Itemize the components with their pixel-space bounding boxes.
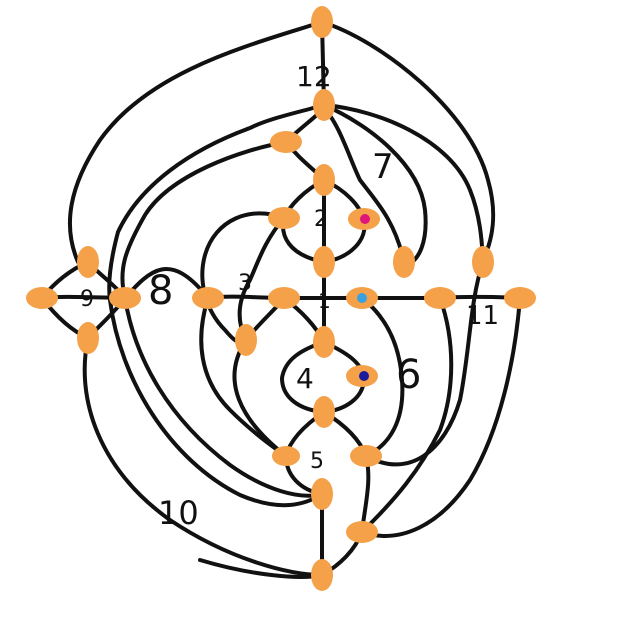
strand-upper-left-2 <box>120 140 288 300</box>
region-label-4: 4 <box>296 362 314 395</box>
strand-upper-right-2 <box>322 103 428 268</box>
crossing-marker <box>472 246 494 278</box>
strand-upper-left-1 <box>107 103 326 302</box>
crossing-marker <box>393 246 415 278</box>
region-label-9: 9 <box>80 287 94 312</box>
crossing-marker <box>313 326 335 358</box>
marker-navy-dot <box>359 371 369 381</box>
region-label-12: 12 <box>296 60 332 93</box>
crossing-marker <box>346 521 378 543</box>
crossing-marker <box>192 287 224 309</box>
strand-4-left <box>280 340 326 414</box>
strand-5-right <box>322 410 371 534</box>
strand-8-outer <box>123 296 324 498</box>
strand-10-inner <box>108 298 324 508</box>
region-label-6: 6 <box>396 352 421 398</box>
crossing-marker <box>311 6 333 38</box>
crossing-marker <box>26 287 58 309</box>
crossing-marker <box>313 396 335 428</box>
crossing-marker <box>311 478 333 510</box>
crossing-marker <box>109 287 141 309</box>
crossings <box>26 6 536 591</box>
region-label-10: 10 <box>158 494 199 532</box>
crossing-marker <box>268 207 300 229</box>
crossing-marker <box>77 322 99 354</box>
strand-10-outer <box>82 336 324 577</box>
region-label-1: 1 <box>318 289 331 313</box>
strand-3-loop-b <box>237 216 286 342</box>
crossing-marker <box>311 559 333 591</box>
strand-r7-loop <box>284 106 406 264</box>
crossing-marker <box>424 287 456 309</box>
strand-3-loop-a <box>200 211 286 345</box>
crossing-marker <box>272 446 300 466</box>
crossing-marker <box>268 287 300 309</box>
strand-upper-right-1 <box>322 103 485 264</box>
strand-11-lower <box>364 260 485 467</box>
crossing-marker <box>504 287 536 309</box>
strand-outer-left <box>67 20 324 264</box>
crossing-marker <box>235 324 257 356</box>
region-label-5: 5 <box>310 449 324 474</box>
crossing-marker <box>77 246 99 278</box>
region-label-7: 7 <box>372 147 394 187</box>
strand-11-down <box>360 296 522 538</box>
strand-8-lower <box>199 296 288 458</box>
markers <box>357 214 370 381</box>
crossing-marker <box>313 164 335 196</box>
strand-outer-right <box>320 20 496 260</box>
crossing-marker <box>313 246 335 278</box>
region-label-3: 3 <box>238 271 252 296</box>
region-label-2: 2 <box>314 207 328 232</box>
strand-6-arc <box>360 296 405 458</box>
region-label-8: 8 <box>148 268 173 314</box>
region-labels: 12 7 2 8 3 1 9 11 6 4 5 10 <box>80 60 499 532</box>
marker-blue-dot <box>357 293 367 303</box>
marker-pink-dot <box>360 214 370 224</box>
strand-6-outer <box>360 296 454 534</box>
crossing-marker <box>313 89 335 121</box>
crossing-marker <box>270 131 302 153</box>
region-label-11: 11 <box>466 301 499 331</box>
crossing-marker <box>350 445 382 467</box>
